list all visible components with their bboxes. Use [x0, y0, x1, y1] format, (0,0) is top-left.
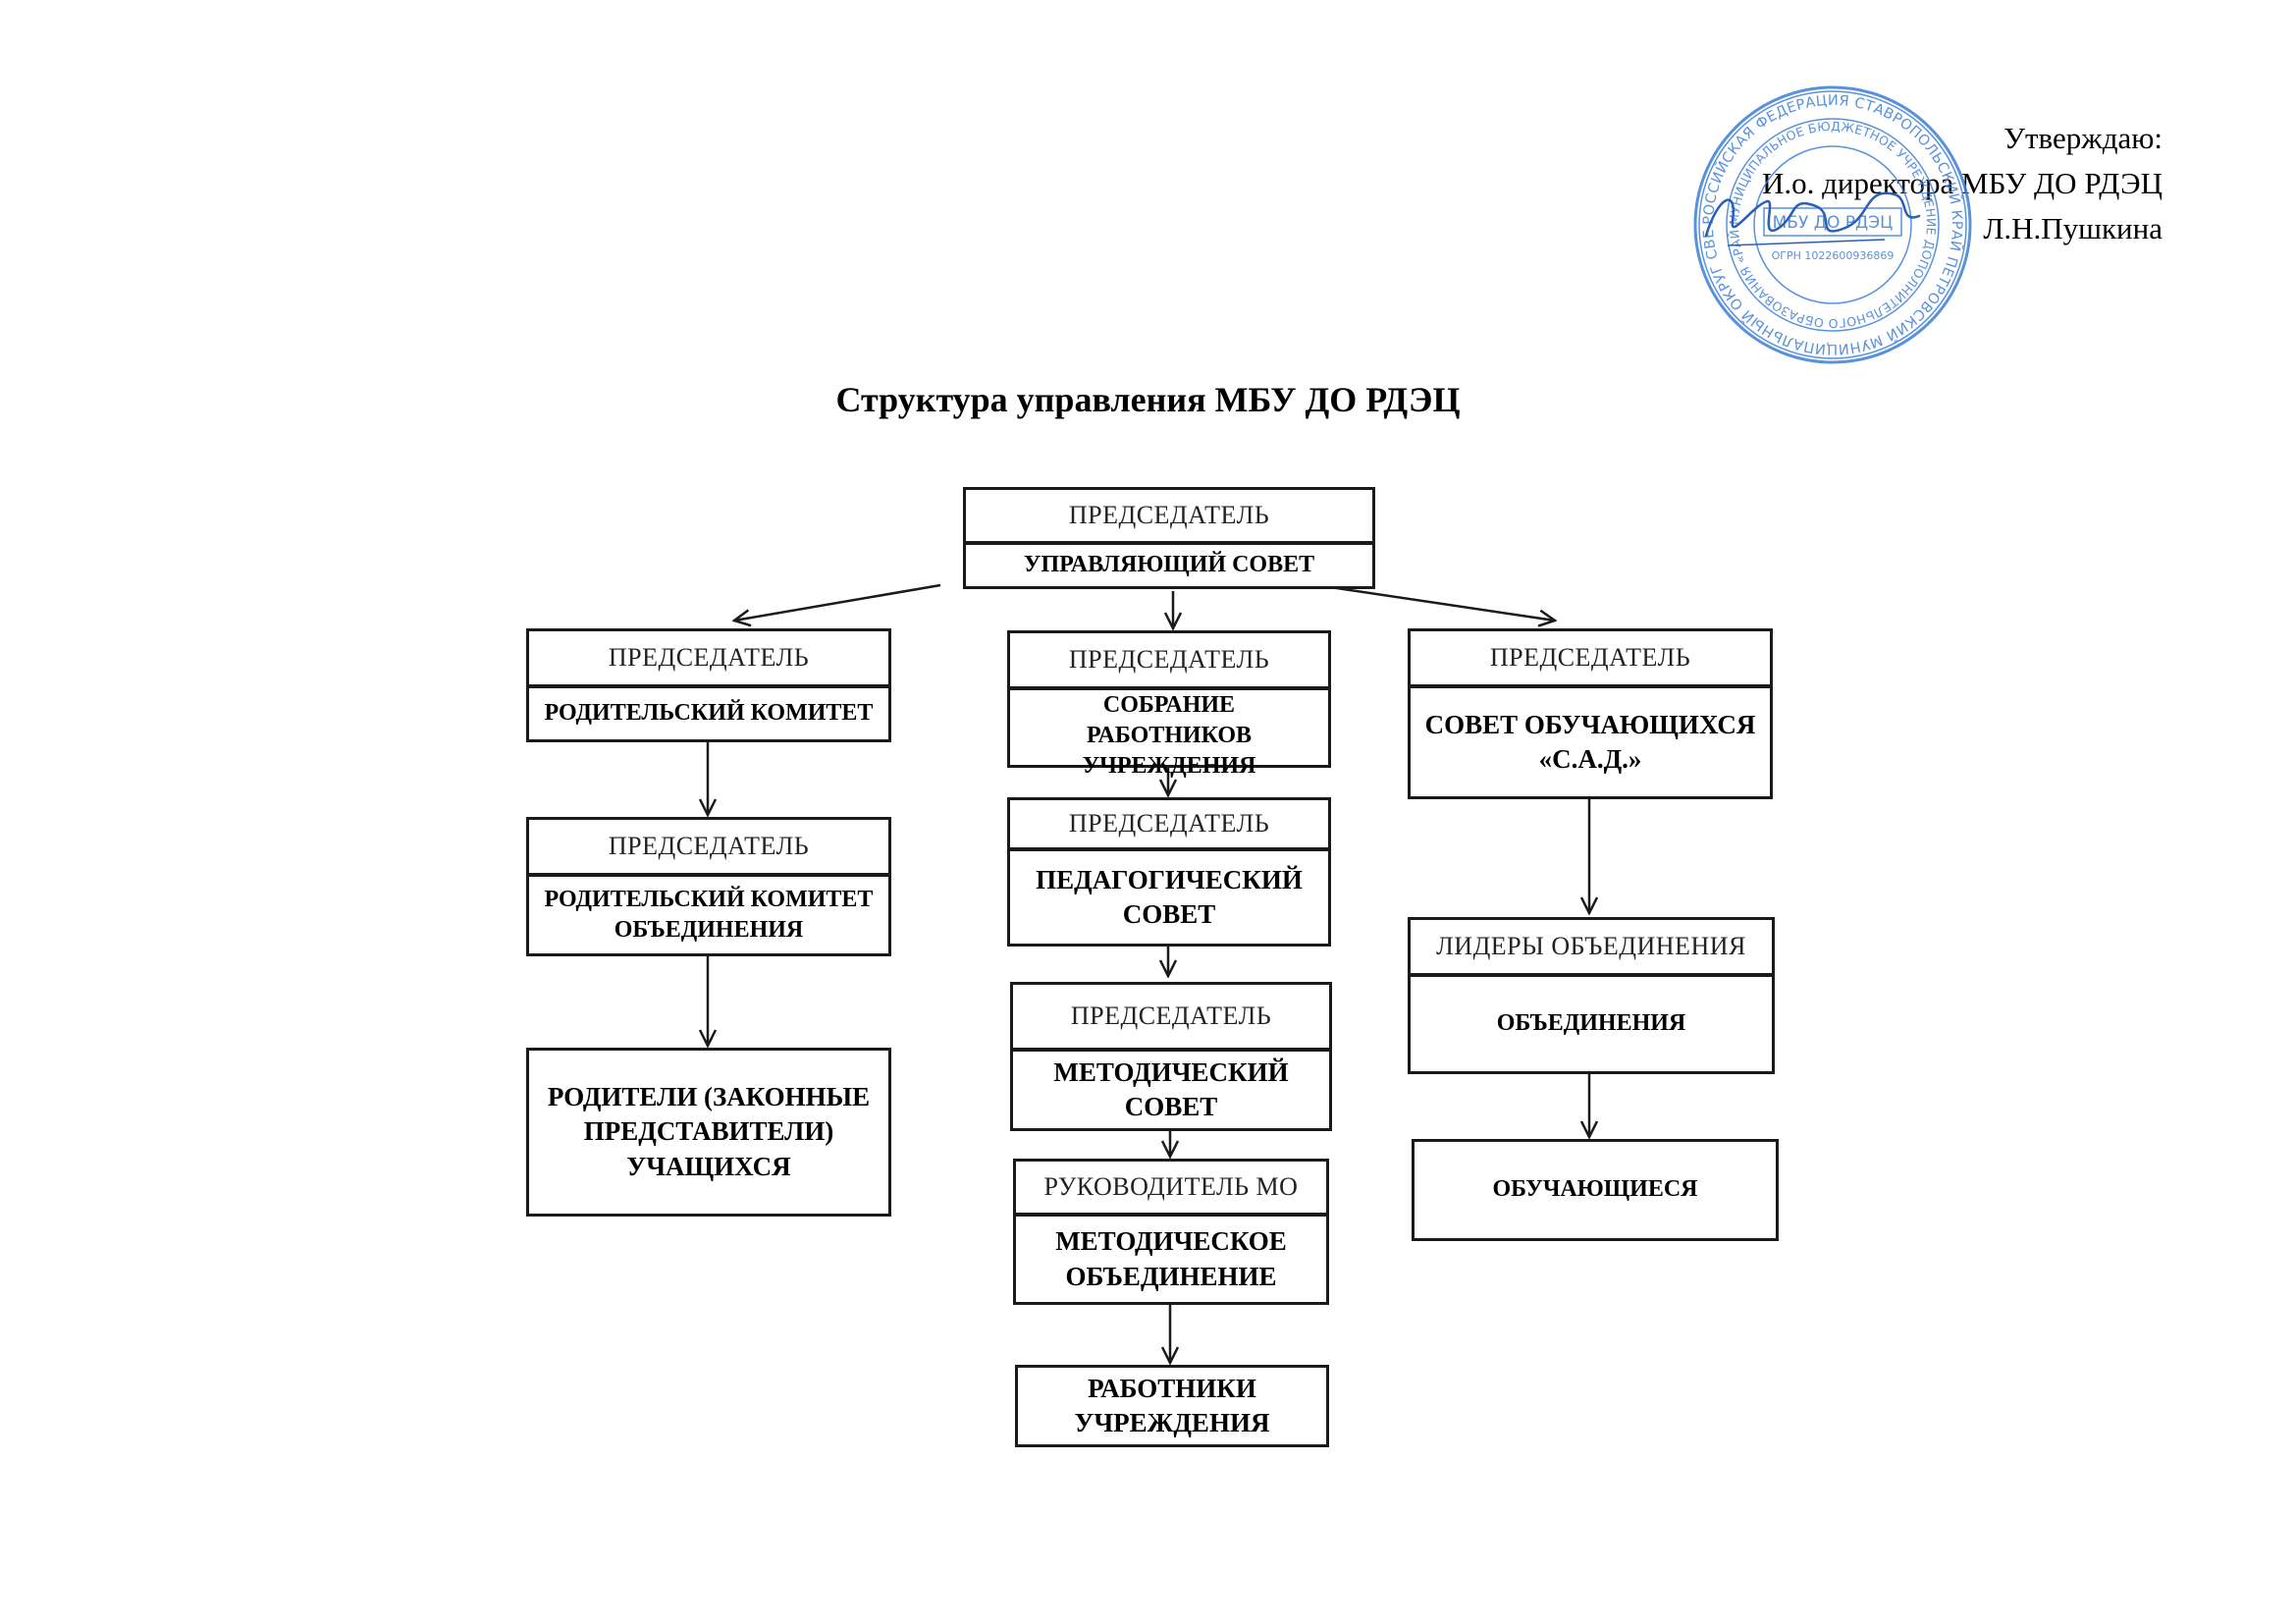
box-methodical-council-body: МЕТОДИЧЕСКИЙ СОВЕТ: [1053, 1056, 1289, 1121]
box-parents-committee-head: ПРЕДСЕДАТЕЛЬ: [529, 631, 888, 688]
approval-line-name: Л.Н.Пушкина: [1983, 211, 2163, 245]
box-staff-body: РАБОТНИКИ УЧРЕЖДЕНИЯ: [1074, 1373, 1270, 1437]
box-methodical-council-head: ПРЕДСЕДАТЕЛЬ: [1013, 985, 1329, 1052]
box-governing-council: ПРЕДСЕДАТЕЛЬ УПРАВЛЯЮЩИЙ СОВЕТ: [963, 487, 1375, 589]
box-parents-committee-assoc-head: ПРЕДСЕДАТЕЛЬ: [529, 820, 888, 877]
box-governing-council-body: УПРАВЛЯЮЩИЙ СОВЕТ: [1023, 552, 1315, 578]
box-staff: РАБОТНИКИ УЧРЕЖДЕНИЯ: [1015, 1365, 1329, 1447]
signature: [1704, 191, 1921, 246]
arrow-top-to-students-council: [1329, 585, 1555, 621]
box-methodical-council: ПРЕДСЕДАТЕЛЬ МЕТОДИЧЕСКИЙ СОВЕТ: [1010, 982, 1332, 1131]
box-students-council-body: СОВЕТ ОБУЧАЮЩИХСЯ «С.А.Д.»: [1424, 709, 1756, 774]
box-associations-body: ОБЪЕДИНЕНИЯ: [1496, 1010, 1686, 1037]
page-title: Структура управления МБУ ДО РДЭЦ: [835, 380, 1461, 419]
box-pedagogical-council: ПРЕДСЕДАТЕЛЬ ПЕДАГОГИЧЕСКИЙ СОВЕТ: [1007, 797, 1331, 947]
box-parents-body: РОДИТЕЛИ (ЗАКОННЫЕ ПРЕДСТАВИТЕЛИ) УЧАЩИХ…: [547, 1082, 871, 1181]
box-pedagogical-council-body: ПЕДАГОГИЧЕСКИЙ СОВЕТ: [1036, 864, 1303, 929]
box-methodical-association-head: РУКОВОДИТЕЛЬ МО: [1016, 1162, 1326, 1217]
svg-text:ОГРН 1022600936869: ОГРН 1022600936869: [1772, 249, 1895, 262]
box-staff-meeting: ПРЕДСЕДАТЕЛЬ СОБРАНИЕ РАБОТНИКОВ УЧРЕЖДЕ…: [1007, 630, 1331, 779]
box-parents-committee-assoc: ПРЕДСЕДАТЕЛЬ РОДИТЕЛЬСКИЙ КОМИТЕТ ОБЪЕДИ…: [526, 817, 891, 956]
box-parents: РОДИТЕЛИ (ЗАКОННЫЕ ПРЕДСТАВИТЕЛИ) УЧАЩИХ…: [526, 1048, 891, 1217]
box-governing-council-head: ПРЕДСЕДАТЕЛЬ: [966, 490, 1372, 545]
box-parents-committee-assoc-body: РОДИТЕЛЬСКИЙ КОМИТЕТ ОБЪЕДИНЕНИЯ: [544, 886, 874, 943]
box-associations: ЛИДЕРЫ ОБЪЕДИНЕНИЯ ОБЪЕДИНЕНИЯ: [1408, 917, 1775, 1074]
box-staff-meeting-head: ПРЕДСЕДАТЕЛЬ: [1010, 633, 1328, 690]
box-students-council-head: ПРЕДСЕДАТЕЛЬ: [1411, 631, 1770, 688]
box-methodical-association-body: МЕТОДИЧЕСКОЕ ОБЪЕДИНЕНИЕ: [1055, 1226, 1287, 1291]
svg-text:МБУ ДО РДЭЦ: МБУ ДО РДЭЦ: [1773, 213, 1894, 233]
box-methodical-association: РУКОВОДИТЕЛЬ МО МЕТОДИЧЕСКОЕ ОБЪЕДИНЕНИЕ: [1013, 1159, 1329, 1305]
box-parents-committee-body: РОДИТЕЛЬСКИЙ КОМИТЕТ: [544, 700, 874, 727]
arrow-top-to-parents-committee: [734, 583, 941, 621]
box-staff-meeting-body: СОБРАНИЕ РАБОТНИКОВ УЧРЕЖДЕНИЯ: [1082, 692, 1256, 780]
box-students: ОБУЧАЮЩИЕСЯ: [1412, 1139, 1779, 1241]
box-associations-head: ЛИДЕРЫ ОБЪЕДИНЕНИЯ: [1411, 920, 1772, 977]
box-parents-committee: ПРЕДСЕДАТЕЛЬ РОДИТЕЛЬСКИЙ КОМИТЕТ: [526, 628, 891, 742]
box-pedagogical-council-head: ПРЕДСЕДАТЕЛЬ: [1010, 800, 1328, 851]
approval-line-approve: Утверждаю:: [2003, 121, 2163, 155]
box-students-body: ОБУЧАЮЩИЕСЯ: [1492, 1176, 1698, 1203]
box-students-council: ПРЕДСЕДАТЕЛЬ СОВЕТ ОБУЧАЮЩИХСЯ «С.А.Д.»: [1408, 628, 1773, 799]
